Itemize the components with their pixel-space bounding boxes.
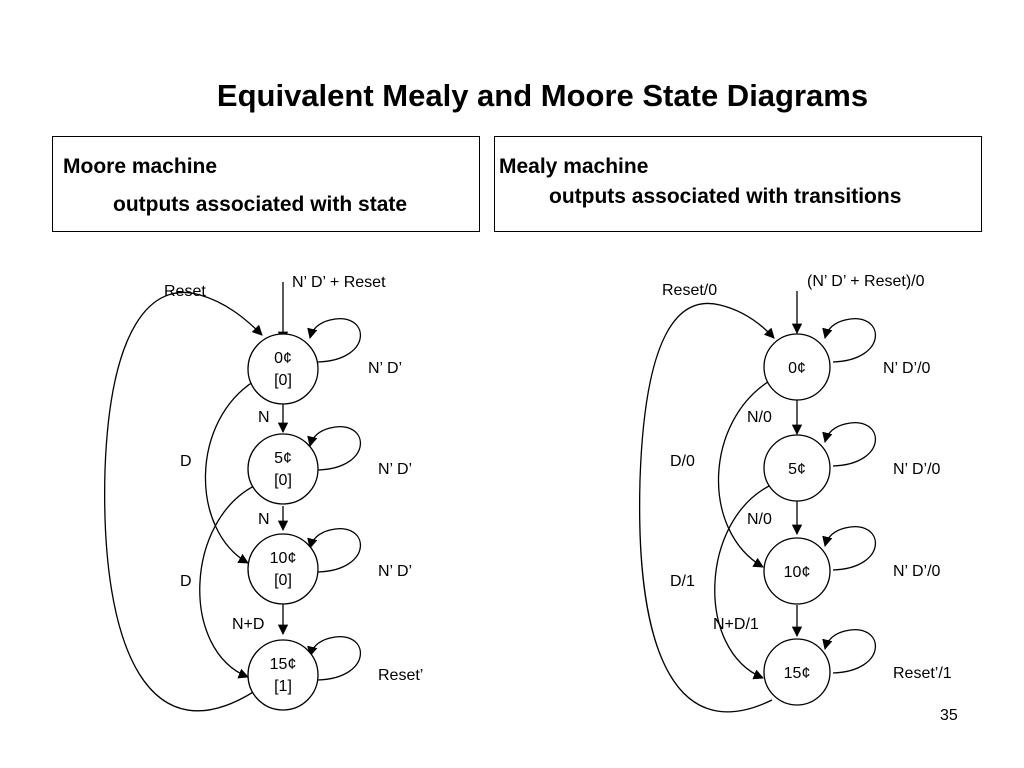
- page-number: 35: [940, 707, 958, 724]
- mealy-self-loop-10: [822, 526, 877, 571]
- moore-self-loop-5: [307, 426, 362, 471]
- slide-title: Equivalent Mealy and Moore State Diagram…: [216, 78, 869, 113]
- moore-state-15-name: 15¢: [270, 656, 297, 673]
- mealy-self-loop-0: [822, 318, 877, 363]
- mealy-self-loop-15: [822, 629, 877, 674]
- mealy-entry-label: (N’ D’ + Reset)/0: [807, 273, 925, 290]
- mealy-heading: Mealy machine: [499, 155, 649, 178]
- mealy-state-15-name: 15¢: [784, 665, 811, 682]
- moore-state-5-output: [0]: [274, 472, 292, 489]
- moore-self-loop-10: [307, 528, 362, 573]
- moore-state-0: [247, 333, 319, 405]
- mealy-self0-label: N’ D’/0: [883, 360, 931, 377]
- mealy-state-0-name: 0¢: [788, 360, 806, 377]
- moore-transition-d2: [199, 484, 257, 679]
- moore-text: 0¢ [0] 5¢ [0] 10¢ [0] 15¢ [1] N’ D’ + Re…: [164, 274, 423, 695]
- moore-state-10-output: [0]: [274, 572, 292, 589]
- moore-subheading: outputs associated with state: [113, 193, 408, 216]
- moore-state-15: [247, 639, 319, 711]
- moore-n2-label: N: [258, 511, 270, 528]
- moore-nd-label: N+D: [232, 616, 264, 633]
- mealy-d2-label: D/1: [670, 573, 695, 590]
- mealy-self10-label: N’ D’/0: [893, 563, 941, 580]
- moore-entry-label: N’ D’ + Reset: [292, 274, 386, 291]
- mealy-self15-label: Reset’/1: [893, 665, 952, 682]
- moore-diagram: [104, 282, 362, 712]
- mealy-state-0: [763, 333, 831, 401]
- moore-self10-label: N’ D’: [378, 563, 412, 580]
- moore-state-10-name: 10¢: [270, 550, 297, 567]
- mealy-diagram: [638, 291, 877, 713]
- moore-self5-label: N’ D’: [378, 461, 412, 478]
- mealy-state-15: [763, 638, 831, 706]
- moore-state-5-name: 5¢: [274, 450, 292, 467]
- moore-d2-label: D: [180, 573, 192, 590]
- moore-reset-label: Reset: [164, 283, 206, 300]
- moore-heading: Moore machine: [63, 155, 218, 178]
- mealy-nd-label: N+D/1: [713, 616, 759, 633]
- mealy-n1-label: N/0: [747, 409, 772, 426]
- mealy-text: 0¢ 5¢ 10¢ 15¢ (N’ D’ + Reset)/0 Reset/0 …: [662, 273, 952, 682]
- mealy-state-5: [763, 434, 831, 502]
- moore-state-10: [247, 533, 319, 605]
- moore-reset-arc: [104, 291, 263, 712]
- moore-self15-label: Reset’: [378, 667, 423, 684]
- moore-state-0-output: [0]: [274, 372, 292, 389]
- mealy-d1-label: D/0: [670, 453, 695, 470]
- moore-state-15-output: [1]: [274, 678, 292, 695]
- mealy-self-loop-5: [822, 422, 877, 467]
- mealy-transition-d2: [714, 484, 772, 680]
- moore-caption-box: Moore machine outputs associated with st…: [52, 136, 480, 232]
- moore-transition-d1: [204, 379, 257, 564]
- mealy-self5-label: N’ D’/0: [893, 461, 941, 478]
- moore-self0-label: N’ D’: [368, 360, 402, 377]
- mealy-caption-box: Mealy machine outputs associated with tr…: [494, 136, 982, 232]
- mealy-subheading: outputs associated with transitions: [549, 185, 902, 208]
- moore-self-loop-15: [307, 636, 362, 681]
- mealy-state-10-name: 10¢: [784, 564, 811, 581]
- moore-d1-label: D: [180, 453, 192, 470]
- mealy-state-5-name: 5¢: [788, 461, 806, 478]
- moore-state-5: [247, 433, 319, 505]
- moore-state-0-name: 0¢: [274, 350, 292, 367]
- mealy-reset-label: Reset/0: [662, 282, 717, 299]
- mealy-reset-arc: [638, 302, 775, 713]
- mealy-state-10: [763, 537, 831, 605]
- moore-self-loop-0: [307, 318, 362, 363]
- mealy-transition-d1: [717, 379, 772, 568]
- mealy-n2-label: N/0: [747, 511, 772, 528]
- moore-n1-label: N: [258, 409, 270, 426]
